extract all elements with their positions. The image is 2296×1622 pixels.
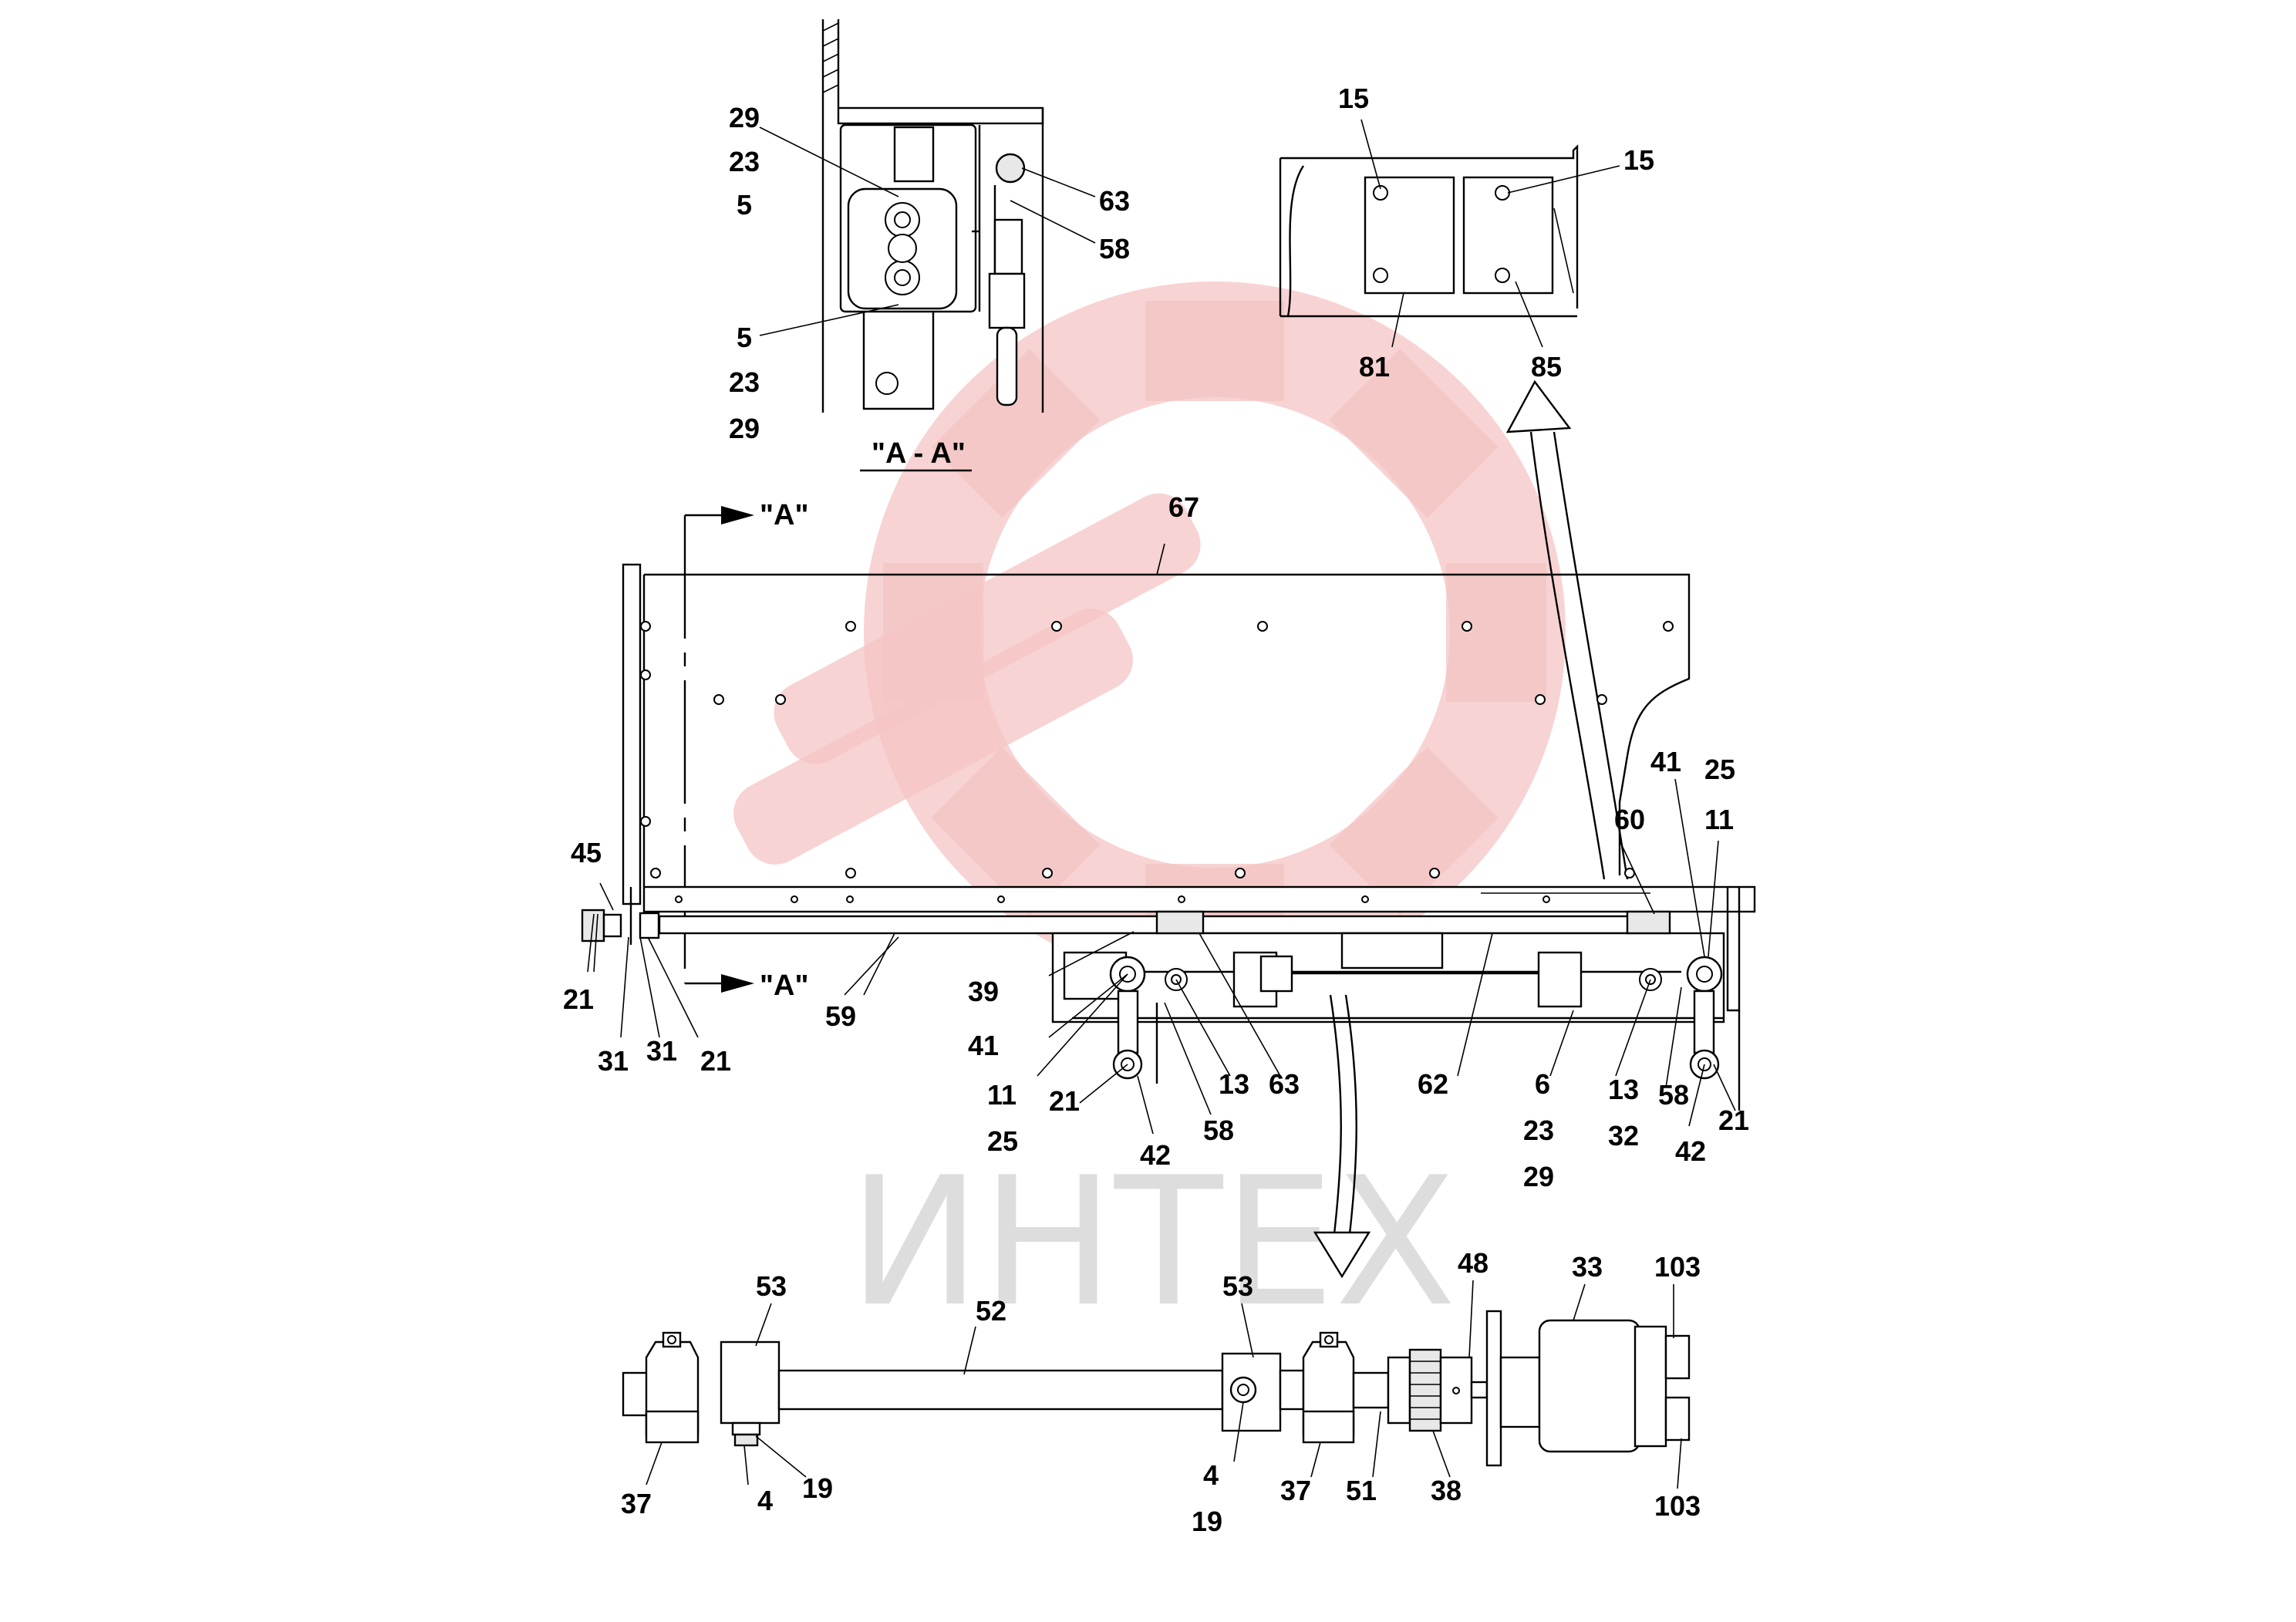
callout-103: 103: [1654, 1490, 1701, 1522]
callout-58: 58: [1203, 1114, 1234, 1146]
callout-21: 21: [700, 1045, 731, 1077]
callout-52: 52: [976, 1295, 1006, 1327]
section-mark-a-top: "A": [760, 499, 808, 531]
callout-19: 19: [802, 1472, 833, 1504]
callout-5: 5: [737, 189, 752, 221]
callout-25: 25: [1704, 754, 1735, 785]
callout-29: 29: [729, 102, 760, 133]
callout-38: 38: [1431, 1475, 1462, 1506]
watermark-text: ИНТЕХ: [848, 1140, 1456, 1346]
callout-23: 23: [1523, 1114, 1554, 1146]
callout-41: 41: [1650, 746, 1681, 777]
callout-85: 85: [1531, 351, 1562, 383]
callout-21: 21: [563, 983, 594, 1015]
callout-67: 67: [1168, 491, 1199, 523]
callout-103: 103: [1654, 1251, 1701, 1283]
gear-wrench-logo-icon: [733, 282, 1566, 983]
callout-13: 13: [1219, 1068, 1249, 1100]
callout-15: 15: [1338, 83, 1369, 114]
callout-4: 4: [1203, 1459, 1219, 1491]
callout-58: 58: [1658, 1079, 1689, 1111]
callout-5: 5: [737, 322, 752, 353]
callout-37: 37: [621, 1488, 652, 1519]
callout-59: 59: [825, 1000, 856, 1032]
section-a-a-title: "A - A": [872, 437, 966, 470]
callout-60: 60: [1614, 804, 1645, 835]
callout-41: 41: [968, 1030, 999, 1061]
detail-view-plates: [1279, 119, 1629, 880]
callout-29: 29: [729, 413, 760, 444]
callout-23: 23: [729, 366, 760, 398]
callout-19: 19: [1192, 1506, 1222, 1537]
callout-37: 37: [1280, 1475, 1311, 1506]
callout-32: 32: [1608, 1120, 1639, 1152]
callout-58: 58: [1099, 233, 1130, 265]
callout-42: 42: [1675, 1135, 1706, 1167]
callout-48: 48: [1458, 1247, 1489, 1279]
callout-23: 23: [729, 146, 760, 177]
callout-4: 4: [757, 1485, 773, 1516]
callout-62: 62: [1418, 1068, 1448, 1100]
callout-29: 29: [1523, 1161, 1554, 1192]
callout-33: 33: [1572, 1251, 1603, 1283]
callout-39: 39: [968, 976, 999, 1007]
section-view-a-a: [759, 19, 1096, 472]
callout-11: 11: [1704, 804, 1734, 835]
shaft-view: [622, 1280, 1691, 1489]
callout-6: 6: [1535, 1068, 1550, 1100]
callout-63: 63: [1099, 185, 1130, 217]
callout-21: 21: [1049, 1085, 1080, 1117]
callout-53: 53: [756, 1270, 787, 1302]
callout-31: 31: [598, 1045, 629, 1077]
callout-81: 81: [1359, 351, 1390, 383]
callout-15: 15: [1623, 144, 1654, 176]
callout-13: 13: [1608, 1074, 1639, 1105]
callout-42: 42: [1140, 1139, 1171, 1171]
callout-11: 11: [987, 1079, 1017, 1111]
callout-63: 63: [1269, 1068, 1300, 1100]
main-assembly-view: [581, 506, 1756, 1279]
callout-21: 21: [1718, 1104, 1749, 1136]
callout-25: 25: [987, 1125, 1018, 1157]
callout-51: 51: [1346, 1475, 1377, 1506]
callout-45: 45: [571, 837, 602, 868]
callout-31: 31: [646, 1035, 677, 1067]
section-mark-a-bottom: "A": [760, 969, 808, 1002]
callout-53: 53: [1222, 1270, 1253, 1302]
